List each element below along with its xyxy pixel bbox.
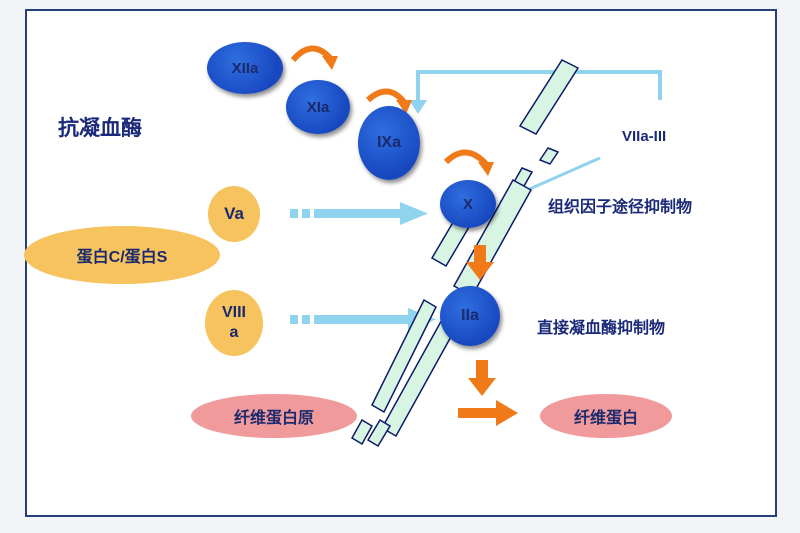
ixa-to-x-arrow: [443, 149, 489, 167]
xiia-to-xia-arrow: [290, 45, 333, 63]
factor-x-node: X: [440, 180, 496, 228]
direct-thrombin-inhibitor-label: 直接凝血酶抑制物: [537, 320, 666, 337]
fibrinogen-to-fibrin-arrow: [458, 400, 518, 426]
protein-cs-node: 蛋白C/蛋白S: [24, 226, 220, 284]
protein-cs-label: 蛋白C/蛋白S: [76, 249, 168, 266]
factor-xiia-label: XIIa: [231, 59, 259, 77]
xia-to-ixa-arrow: [365, 88, 407, 104]
viia-iii-label: VIIa-III: [622, 128, 667, 145]
factor-x-label: X: [462, 195, 473, 213]
factor-iia-node: IIa: [440, 286, 500, 346]
cofactor-viiia-node: VIII a: [205, 290, 263, 356]
fibrinogen-node: 纤维蛋白原: [191, 394, 357, 438]
fibrin-label: 纤维蛋白: [573, 410, 638, 427]
fibrinogen-label: 纤维蛋白原: [233, 410, 314, 427]
factor-xia-node: XIa: [286, 80, 350, 134]
factor-ixa-node: IXa: [358, 106, 420, 180]
factor-xia-label: XIa: [306, 98, 330, 116]
cofactor-va-node: Va: [208, 186, 260, 242]
va-to-x-arrow: [290, 202, 428, 225]
factor-iia-label: IIa: [461, 307, 479, 324]
cofactor-va-label: Va: [224, 204, 244, 223]
cofactor-viiia-label-line1: VIII: [221, 304, 246, 321]
cofactor-viiia-label-line2: a: [229, 324, 239, 341]
viia-feedback-line: [416, 70, 662, 102]
factor-ixa-label: IXa: [376, 134, 401, 151]
iia-down-arrow: [468, 360, 496, 396]
x-to-iia-arrow: [466, 245, 494, 280]
fibrin-node: 纤维蛋白: [540, 394, 672, 438]
factor-xiia-node: XIIa: [207, 42, 283, 94]
antithrombin-title: 抗凝血酶: [58, 117, 142, 140]
viia-feedback-arrowhead: [409, 100, 427, 114]
tfpi-label: 组织因子途径抑制物: [548, 199, 693, 216]
